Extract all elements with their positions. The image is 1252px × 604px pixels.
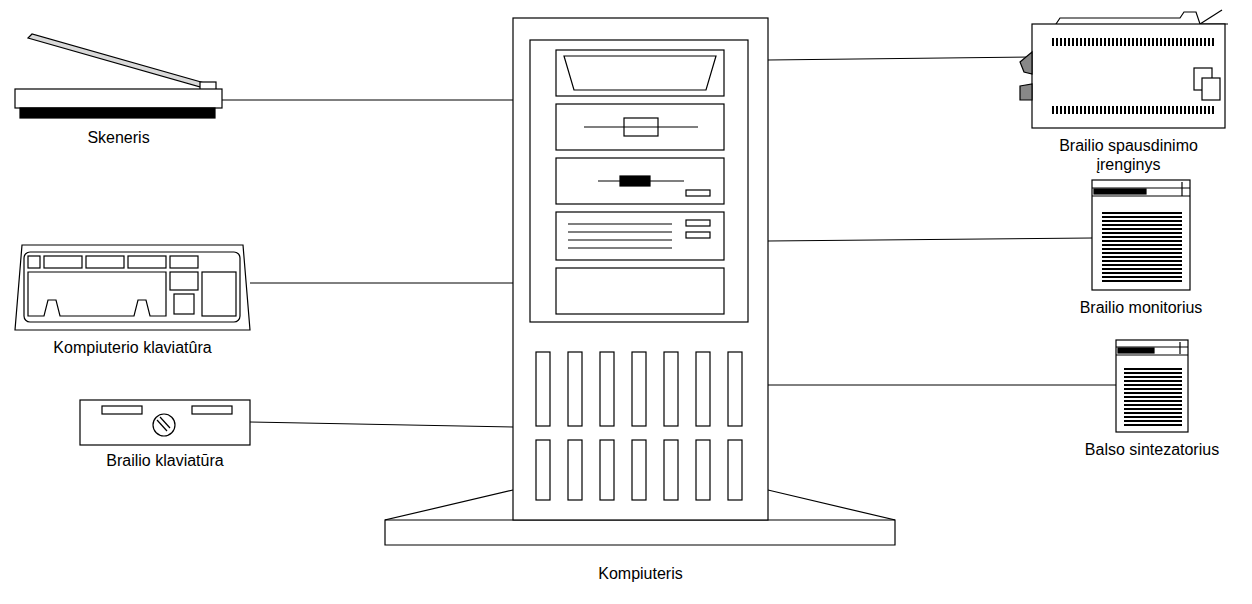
braille-keyboard-node: Brailio klaviatūra	[80, 400, 250, 445]
connection-line	[768, 385, 1116, 386]
device-label: Skeneris	[85, 128, 151, 147]
computer-node: Kompiuteris	[513, 18, 768, 520]
keyboard-node: Kompiuterio klaviatûra	[15, 245, 250, 330]
braille-monitor-node: Brailio monitorius	[1092, 180, 1190, 290]
braille-keyboard-icon	[80, 400, 250, 445]
computer-tower	[513, 18, 768, 520]
keyboard-icon	[15, 245, 250, 330]
scanner-icon	[15, 34, 222, 118]
device-label: Balso sintezatorius	[1083, 440, 1221, 459]
scanner-node: Skeneris	[15, 34, 222, 118]
device-label: Brailio spausdinimo įrenginys	[1042, 136, 1216, 174]
speech-synthesizer-icon	[1116, 340, 1188, 432]
connection-line	[768, 238, 1092, 241]
braille-monitor-icon	[1092, 180, 1190, 290]
connection-line	[250, 422, 513, 427]
connection-line	[250, 283, 513, 284]
speech-synthesizer-node: Balso sintezatorius	[1116, 340, 1188, 432]
connection-line	[222, 100, 513, 101]
braille-printer-node: Brailio spausdinimo įrenginys	[1032, 12, 1225, 128]
device-label: Kompiuterio klaviatûra	[51, 338, 213, 357]
device-label: Kompiuteris	[596, 564, 684, 583]
connection-line	[768, 57, 1032, 60]
braille-printer-icon	[1020, 10, 1228, 128]
device-label: Brailio klaviatūra	[104, 451, 225, 470]
device-label: Brailio monitorius	[1078, 298, 1205, 317]
